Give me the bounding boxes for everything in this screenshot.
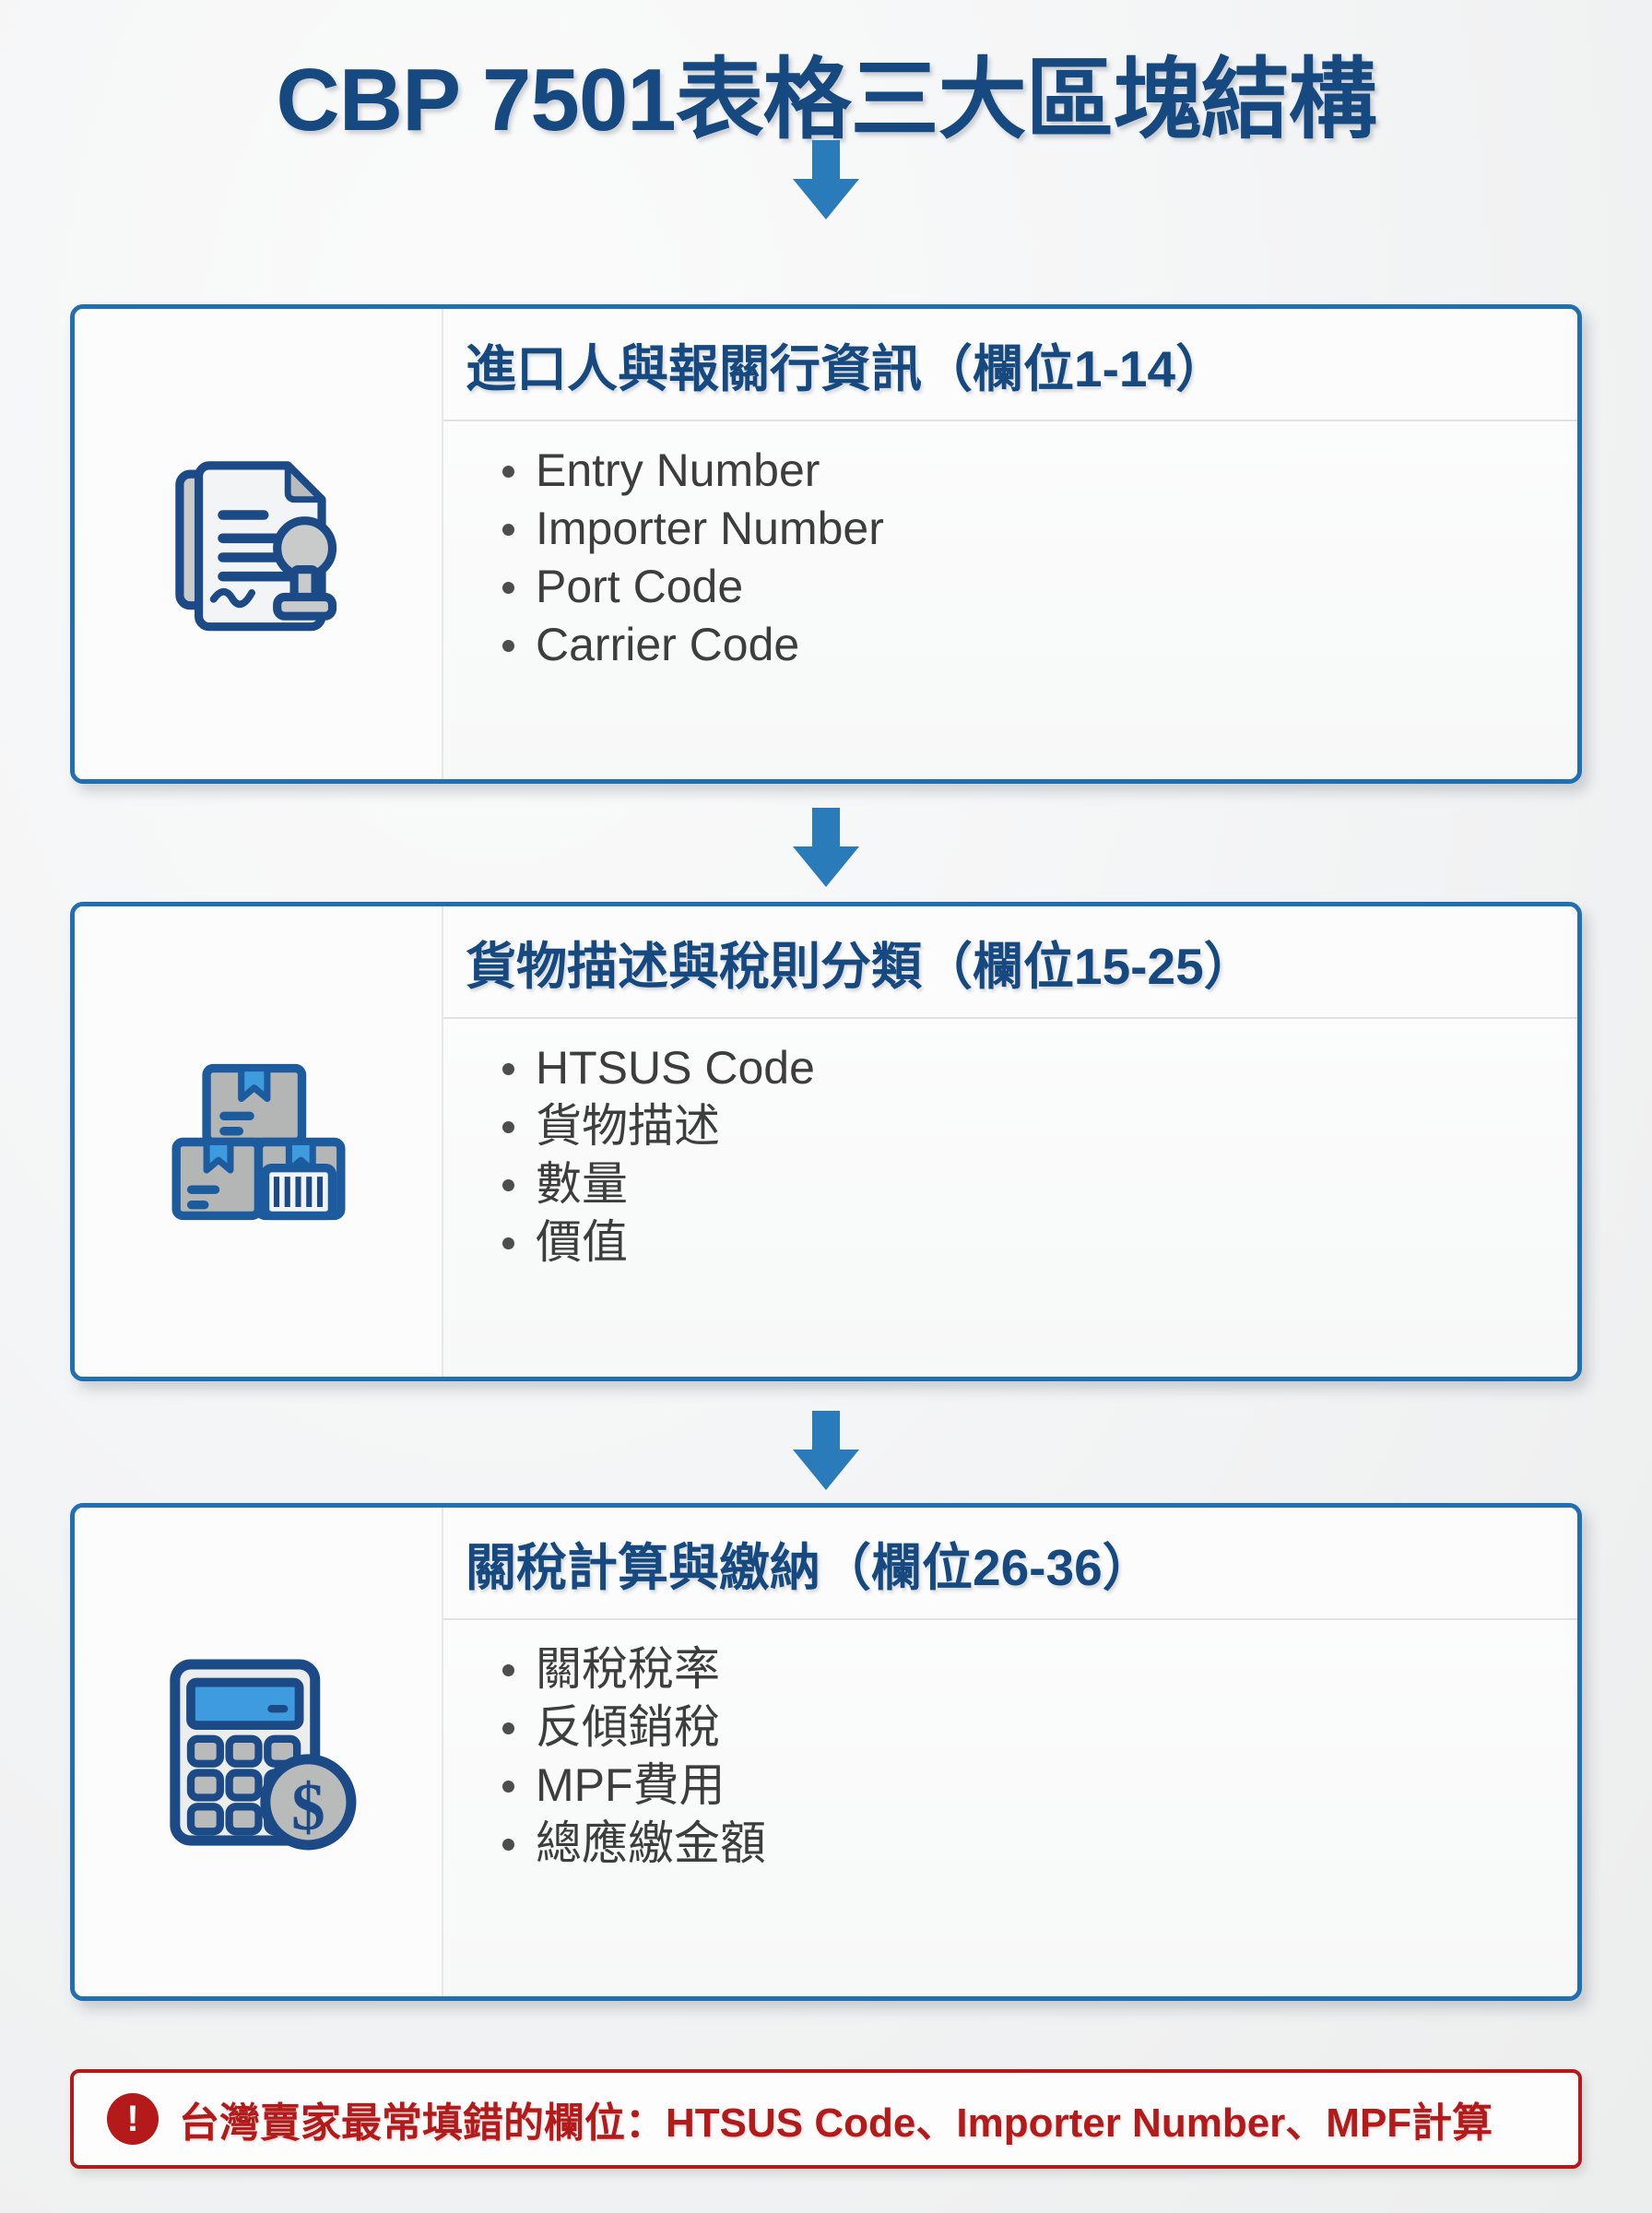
- section-body-pane: 進口人與報關行資訊（欄位1-14） Entry Number Importer …: [443, 309, 1577, 779]
- list-item: 總應繳金額: [502, 1815, 1577, 1873]
- arrow-shaft: [812, 140, 840, 179]
- section-bullet-list: 關稅稅率 反傾銷稅 MPF費用 總應繳金額: [443, 1620, 1577, 1996]
- arrow-head: [793, 179, 859, 219]
- svg-text:$: $: [291, 1769, 325, 1843]
- section-body-pane: 關稅計算與繳納（欄位26-36） 關稅稅率 反傾銷稅 MPF費用 總應繳金額: [443, 1508, 1577, 1996]
- list-item: HTSUS Code: [502, 1039, 1577, 1097]
- section-header: 關稅計算與繳納（欄位26-36）: [443, 1508, 1577, 1620]
- flow-arrow-1: [793, 140, 859, 219]
- exclamation-circle-icon: !: [107, 2093, 159, 2145]
- section-card-goods[interactable]: 貨物描述與稅則分類（欄位15-25） HTSUS Code 貨物描述 數量 價值: [70, 902, 1582, 1381]
- list-item: 關稅稅率: [502, 1640, 1577, 1698]
- list-item: Importer Number: [502, 500, 1577, 558]
- arrow-head: [793, 1450, 859, 1490]
- flow-arrow-2: [793, 808, 859, 887]
- calculator-money-icon: $: [146, 1639, 372, 1865]
- page-title: CBP 7501表格三大區塊結構: [276, 51, 1376, 149]
- document-stamp-icon: [152, 438, 364, 650]
- section-heading-text: 進口人與報關行資訊（欄位1-14）: [466, 340, 1227, 397]
- flow-arrow-3: [793, 1411, 859, 1490]
- arrow-shaft: [812, 808, 840, 846]
- arrow-head: [793, 846, 859, 887]
- list-item: Carrier Code: [502, 616, 1577, 674]
- warning-banner: ! 台灣賣家最常填錯的欄位：HTSUS Code、Importer Number…: [70, 2069, 1582, 2169]
- section-card-duty[interactable]: $ 關稅計算與繳納（欄位26-36） 關稅稅率 反傾銷稅 MPF費用 總應繳金額: [70, 1503, 1582, 2001]
- section-card-importer[interactable]: 進口人與報關行資訊（欄位1-14） Entry Number Importer …: [70, 304, 1582, 784]
- section-heading-text: 貨物描述與稅則分類（欄位15-25）: [466, 938, 1255, 995]
- warning-text: 台灣賣家最常填錯的欄位：HTSUS Code、Importer Number、M…: [179, 2101, 1493, 2146]
- package-boxes-icon: [150, 1034, 367, 1250]
- list-item: Entry Number: [502, 442, 1577, 500]
- section-header: 進口人與報關行資訊（欄位1-14）: [443, 309, 1577, 421]
- list-item: 反傾銷稅: [502, 1698, 1577, 1757]
- list-item: 數量: [502, 1155, 1577, 1213]
- section-bullet-list: HTSUS Code 貨物描述 數量 價值: [443, 1019, 1577, 1377]
- section-icon-pane: $: [75, 1508, 443, 1996]
- section-icon-pane: [75, 309, 443, 779]
- arrow-shaft: [812, 1411, 840, 1450]
- section-bullet-list: Entry Number Importer Number Port Code C…: [443, 421, 1577, 779]
- list-item: MPF費用: [502, 1757, 1577, 1815]
- section-body-pane: 貨物描述與稅則分類（欄位15-25） HTSUS Code 貨物描述 數量 價值: [443, 906, 1577, 1377]
- section-header: 貨物描述與稅則分類（欄位15-25）: [443, 906, 1577, 1019]
- section-heading-text: 關稅計算與繳納（欄位26-36）: [466, 1539, 1153, 1596]
- list-item: Port Code: [502, 558, 1577, 616]
- list-item: 貨物描述: [502, 1097, 1577, 1155]
- section-icon-pane: [75, 906, 443, 1377]
- list-item: 價值: [502, 1213, 1577, 1272]
